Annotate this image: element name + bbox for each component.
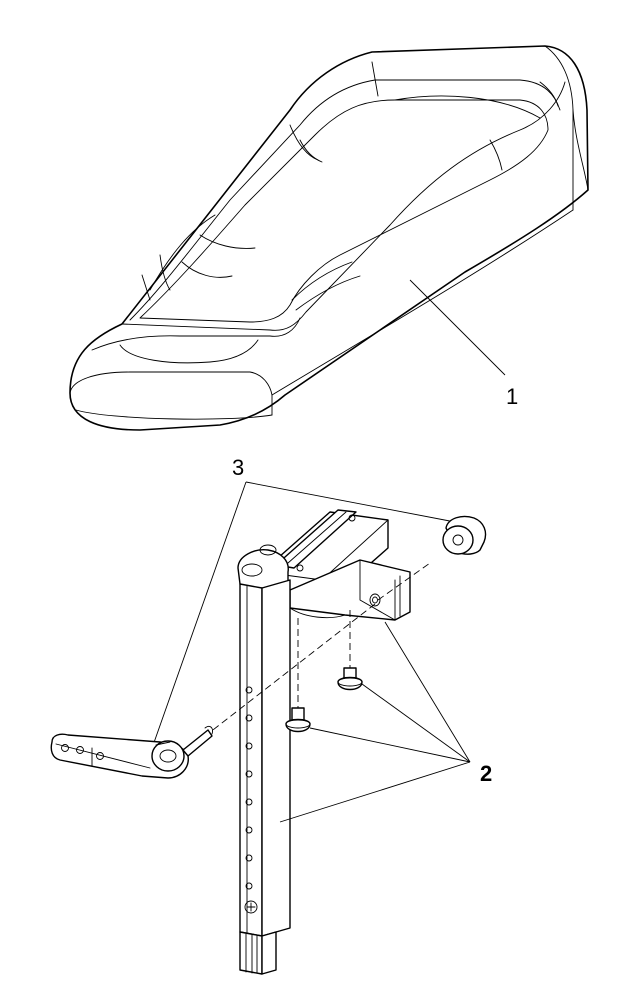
- callout-3-label: 3: [232, 455, 244, 480]
- adjustment-holes: [245, 686, 253, 890]
- callout-1-label: 1: [506, 384, 518, 409]
- callout-2-leader-post: [279, 761, 471, 823]
- callout-2-leader-block: [384, 621, 471, 763]
- washer-nut: [442, 515, 487, 555]
- callout-2-label: 2: [480, 761, 492, 786]
- callout-2-leader-screw-left: [309, 727, 471, 763]
- screw-right: [337, 667, 363, 691]
- assembly-axis-lever: [199, 603, 376, 741]
- callout-3-leader-lever: [144, 481, 247, 769]
- height-post: [239, 579, 291, 975]
- screw-left: [285, 707, 311, 733]
- armrest-cushion: [69, 45, 589, 431]
- callout-2-leader-screw-right: [361, 683, 471, 763]
- quick-release-lever: [50, 725, 213, 779]
- post-screw-icon: [244, 900, 258, 914]
- callout-1-leader: [409, 279, 506, 376]
- callout-3-leader-washer: [245, 481, 456, 523]
- mounting-bracket: [237, 509, 411, 621]
